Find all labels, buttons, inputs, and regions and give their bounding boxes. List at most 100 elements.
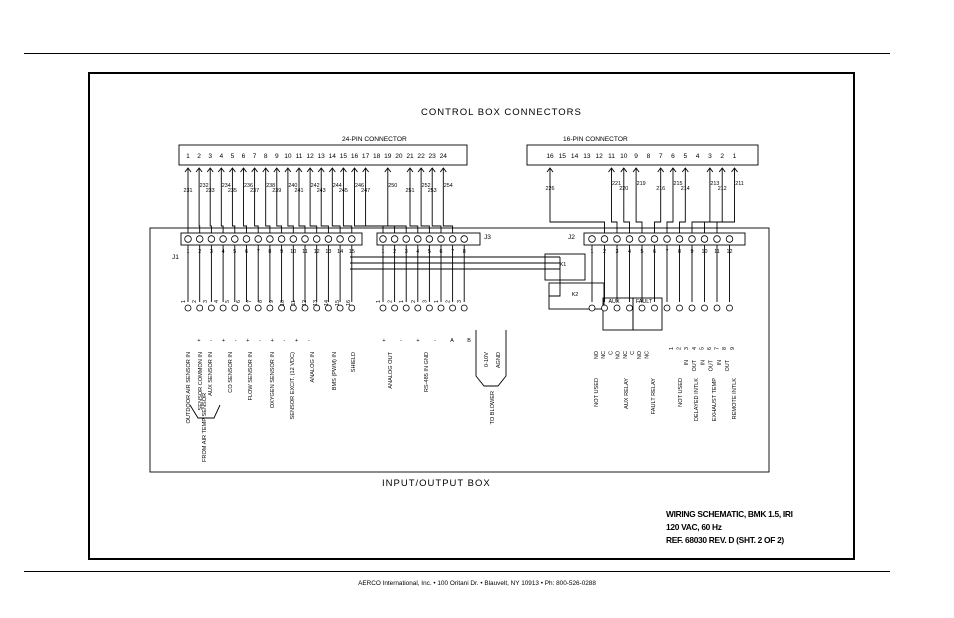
j2-terminal [650, 235, 659, 243]
io-box-outline [149, 227, 770, 473]
wire-number: 252 [422, 183, 431, 189]
connector-24-pin-number: 15 [340, 153, 348, 160]
j2-output-number: 7 [715, 347, 721, 350]
relay-label: K1 [560, 262, 567, 268]
relay-k1 [544, 253, 586, 281]
j1-polarity-sign: + [222, 338, 225, 344]
connector-16-pin-number: 13 [583, 153, 591, 160]
wire-number: 219 [637, 181, 646, 187]
j2-terminal [725, 235, 734, 243]
j1-pin-number: 13 [325, 249, 331, 255]
connector-24-title: 24-PIN CONNECTOR [342, 136, 407, 143]
j1-pin-number: 7 [257, 249, 260, 255]
from-air-temp-label: FROM AIR TEMP SENSOR [202, 393, 208, 462]
j3-terminal [379, 235, 387, 243]
j2-pin-number: 3 [616, 249, 619, 255]
wire-number: 247 [361, 188, 370, 194]
j1-terminal [254, 235, 262, 243]
connector-16-pin-number: 7 [659, 153, 663, 160]
relay-label: AUX [608, 299, 619, 305]
j1-pin-number: 14 [337, 249, 343, 255]
wire-number: 237 [250, 188, 259, 194]
fault-relay-module [632, 297, 663, 331]
wire-number: 211 [735, 181, 744, 187]
connector-24-pin-number: 2 [197, 153, 201, 160]
j1-terminal [324, 235, 333, 243]
j3-screw-terminal [425, 304, 433, 312]
j1-polarity-sign: - [235, 338, 237, 344]
j3-polarity-sign: + [416, 338, 419, 344]
routing-wire [666, 210, 674, 233]
wire-number: 240 [288, 183, 297, 189]
j2-label: J2 [568, 234, 575, 241]
j1-term-number: 1 [181, 300, 187, 303]
j2-screw-terminal [601, 304, 608, 312]
j3-screw-terminal [379, 304, 387, 312]
connector-16-pin-number: 6 [671, 153, 675, 160]
j1-polarity-sign: - [259, 338, 261, 344]
j3-pin-number: 4 [416, 249, 419, 255]
wire-number: 214 [681, 186, 690, 192]
j2-terminal [713, 235, 721, 243]
j1-terminal [277, 235, 286, 243]
j2-pin-number: 5 [641, 249, 644, 255]
blower-bundle [475, 330, 507, 387]
connector-16-title: 16-PIN CONNECTOR [563, 136, 628, 143]
j3-pin-number: 8 [463, 249, 466, 255]
j3-term-number: 3 [422, 300, 428, 303]
j1-screw-terminal [313, 304, 321, 312]
connector-24-pin-number: 7 [253, 153, 257, 160]
j1-term-number: 10 [280, 300, 286, 306]
routing-wire [276, 220, 283, 233]
j1-signal-label: AUX SENSOR IN [208, 352, 214, 396]
j1-screw-terminal [243, 304, 250, 312]
connector-16-pin-number: 4 [696, 153, 700, 160]
routing-wire [231, 220, 236, 233]
j3-terminal [402, 235, 410, 243]
j3-pin-number: 3 [405, 249, 408, 255]
j2-pin-number: 4 [628, 249, 631, 255]
j2-pin-number: 12 [727, 249, 733, 255]
connector-24-pin-number: 5 [231, 153, 235, 160]
j1-term-number: 12 [302, 300, 308, 306]
j2-output-number: 8 [722, 347, 728, 350]
j2-terminal [625, 235, 634, 243]
j1-term-number: 3 [203, 300, 209, 303]
j2-terminal [600, 235, 609, 243]
j2-signal-label: REMOTE INTLK [732, 378, 738, 420]
connector-16-pin-number: 9 [634, 153, 638, 160]
j1-screw-terminal [184, 304, 192, 312]
j1-term-number: 7 [247, 300, 253, 303]
connector-16-pin-number: 3 [708, 153, 712, 160]
j2-signal-label: FAULT RELAY [651, 378, 657, 415]
j1-screw-terminal [324, 304, 332, 312]
j2-pin-number: 10 [702, 249, 708, 255]
wire-number: 251 [406, 188, 415, 194]
j2-in-out-label: OUT [725, 359, 731, 371]
routing-wire [220, 220, 224, 233]
j2-terminal [688, 235, 696, 243]
connector-16-pin-number: 14 [571, 153, 579, 160]
j1-signal-label: ANALOG IN [310, 352, 316, 382]
wire-number: 213 [710, 181, 719, 187]
j1-signal-label: BMS (PWM) IN [332, 352, 338, 390]
j1-term-number: 9 [269, 300, 275, 303]
wire-number: 226 [546, 186, 555, 192]
wire-number: 245 [339, 188, 348, 194]
j2-output-number: 9 [730, 347, 736, 350]
j3-screw-terminal [402, 304, 410, 312]
connector-24-pin-number: 9 [275, 153, 279, 160]
connector-24-pin-number: 18 [373, 153, 381, 160]
wire-number: 232 [200, 183, 209, 189]
j1-polarity-sign: + [271, 338, 274, 344]
connector-24-pin-number: 1 [186, 153, 190, 160]
routing-wire [365, 220, 396, 233]
j2-pin-number: 1 [591, 249, 594, 255]
j1-signal-label: CO SENSOR IN [228, 352, 234, 393]
j1-pin-number: 3 [210, 249, 213, 255]
j1-term-number: 13 [313, 300, 319, 306]
connector-24-pin-number: 20 [395, 153, 403, 160]
j1-polarity-sign: - [308, 338, 310, 344]
j1-terminal [301, 235, 309, 243]
connector-24-pin-number: 8 [264, 153, 268, 160]
